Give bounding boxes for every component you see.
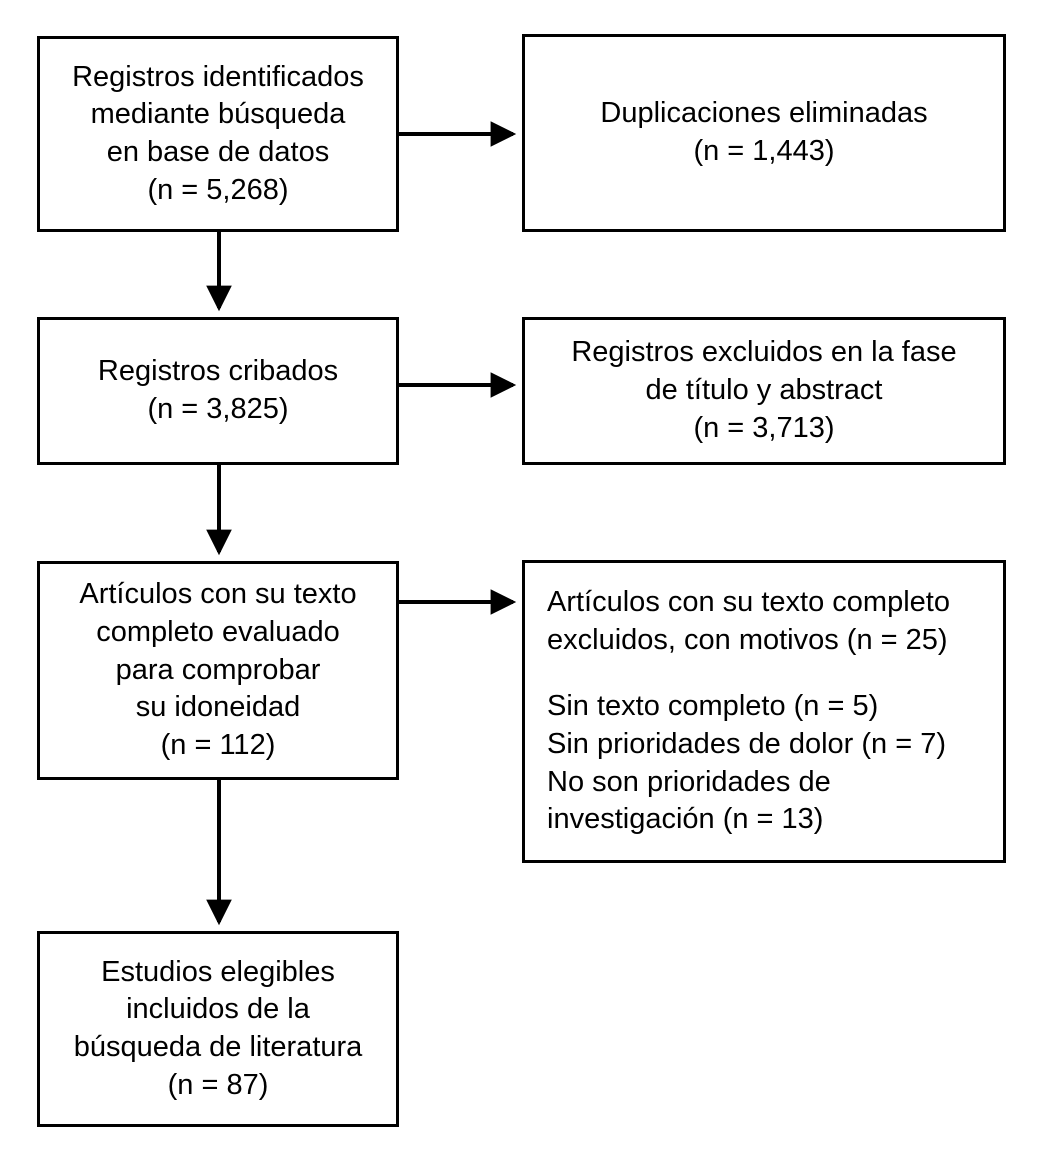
fulltext-assessed-box: Artículos con su texto completo evaluado… [37, 561, 399, 780]
records-identified-count: (n = 5,268) [147, 173, 289, 206]
records-excluded-title-abstract-box: Registros excluidos en la fase de título… [522, 317, 1006, 465]
records-screened-line-1: Registros cribados [97, 355, 339, 388]
fulltext-assessed-line-1: Artículos con su texto [79, 578, 357, 611]
studies-included-line-2: incluidos de la [126, 993, 310, 1026]
duplicates-removed-count: (n = 1,443) [693, 135, 835, 167]
fulltext-assessed-line-2: completo evaluado [96, 615, 340, 648]
fulltext-excluded-header-line-1: Artículos con su texto completo [547, 585, 950, 618]
records-screened-box: Registros cribados (n = 3,825) [37, 317, 399, 465]
records-identified-box: Registros identificados mediante búsqued… [37, 36, 399, 232]
studies-included-count: (n = 87) [167, 1068, 269, 1101]
studies-included-line-3: búsqueda de literatura [73, 1031, 363, 1063]
fulltext-assessed-line-3: para comprobar [115, 653, 321, 686]
studies-included-box: Estudios elegibles incluidos de la búsqu… [37, 931, 399, 1127]
fulltext-excluded-reason-2: Sin prioridades de dolor (n = 7) [547, 728, 946, 760]
fulltext-assessed-line-4: su idoneidad [135, 691, 301, 724]
fulltext-excluded-reason-3b: investigación (n = 13) [547, 803, 824, 836]
records-excluded-line-2: de título y abstract [645, 374, 883, 407]
duplicates-removed-box: Duplicaciones eliminadas (n = 1,443) [522, 34, 1006, 232]
records-excluded-count: (n = 3,713) [693, 411, 835, 444]
records-identified-line-1: Registros identificados [72, 60, 364, 93]
records-excluded-line-1: Registros excluidos en la fase [571, 336, 957, 369]
records-screened-count: (n = 3,825) [147, 393, 289, 425]
fulltext-excluded-reason-3a: No son prioridades de [547, 765, 831, 798]
fulltext-excluded-box: Artículos con su texto completo excluido… [522, 560, 1006, 863]
fulltext-excluded-reason-1: Sin texto completo (n = 5) [547, 690, 879, 723]
studies-included-line-1: Estudios elegibles [101, 955, 335, 988]
duplicates-removed-line-1: Duplicaciones eliminadas [600, 97, 928, 130]
fulltext-excluded-header-line-2: excluidos, con motivos (n = 25) [547, 623, 948, 656]
fulltext-assessed-count: (n = 112) [160, 729, 276, 762]
records-identified-line-3: en base de datos [106, 136, 330, 168]
records-identified-line-2: mediante búsqueda [90, 98, 346, 131]
